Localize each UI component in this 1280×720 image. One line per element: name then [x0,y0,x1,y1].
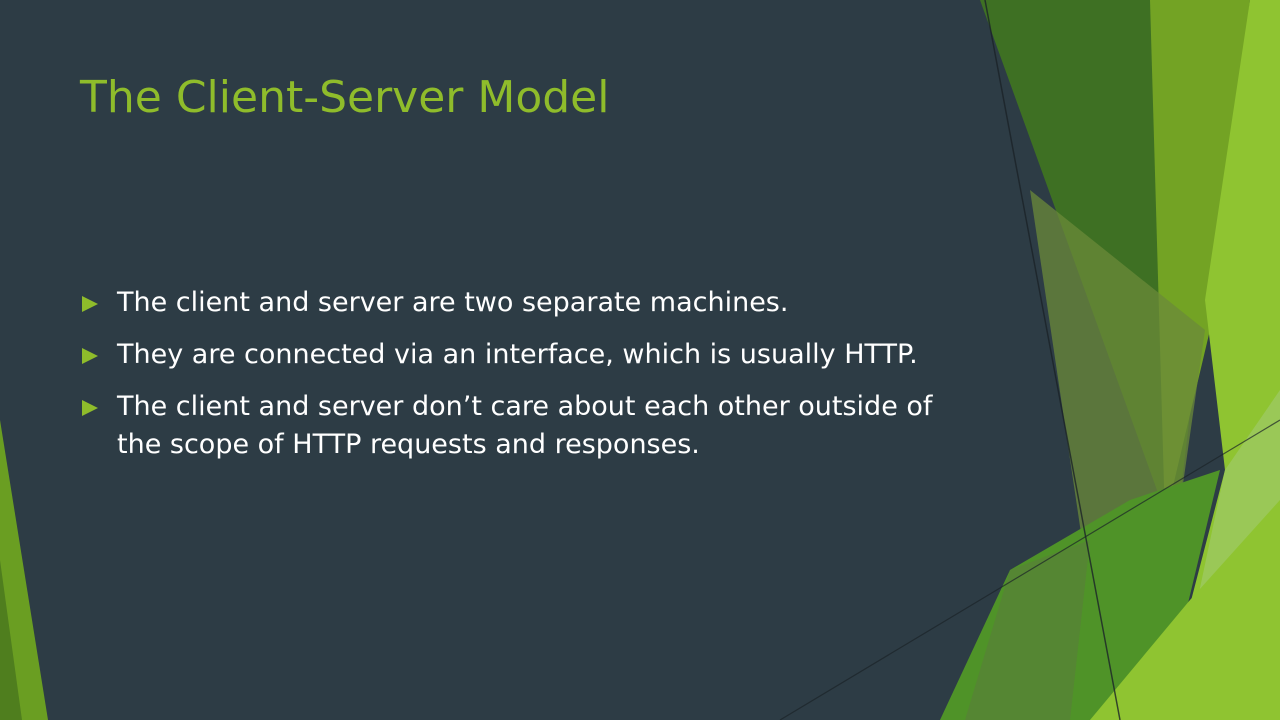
right-olive-overlay [1030,190,1205,560]
left-accent-shape [0,420,48,720]
bullet-list: The client and server are two separate m… [80,284,980,478]
bottom-right-olive-shape [965,540,1090,720]
bullet-text: The client and server are two separate m… [117,287,789,318]
slide-title: The Client-Server Model [80,72,610,123]
bullet-item: They are connected via an interface, whi… [80,336,980,374]
bullet-text: The client and server don’t care about e… [117,391,933,460]
bullet-text: They are connected via an interface, whi… [117,339,918,370]
left-accent-shape-dark [0,560,22,720]
bullet-item: The client and server don’t care about e… [80,388,980,464]
bottom-right-bright-shape [1090,500,1280,720]
triangle-bullet-icon [82,348,98,364]
triangle-bullet-icon [82,296,98,312]
triangle-bullet-icon [82,400,98,416]
decorative-line [984,0,1121,720]
decorative-line [779,419,1280,720]
bullet-item: The client and server are two separate m… [80,284,980,322]
